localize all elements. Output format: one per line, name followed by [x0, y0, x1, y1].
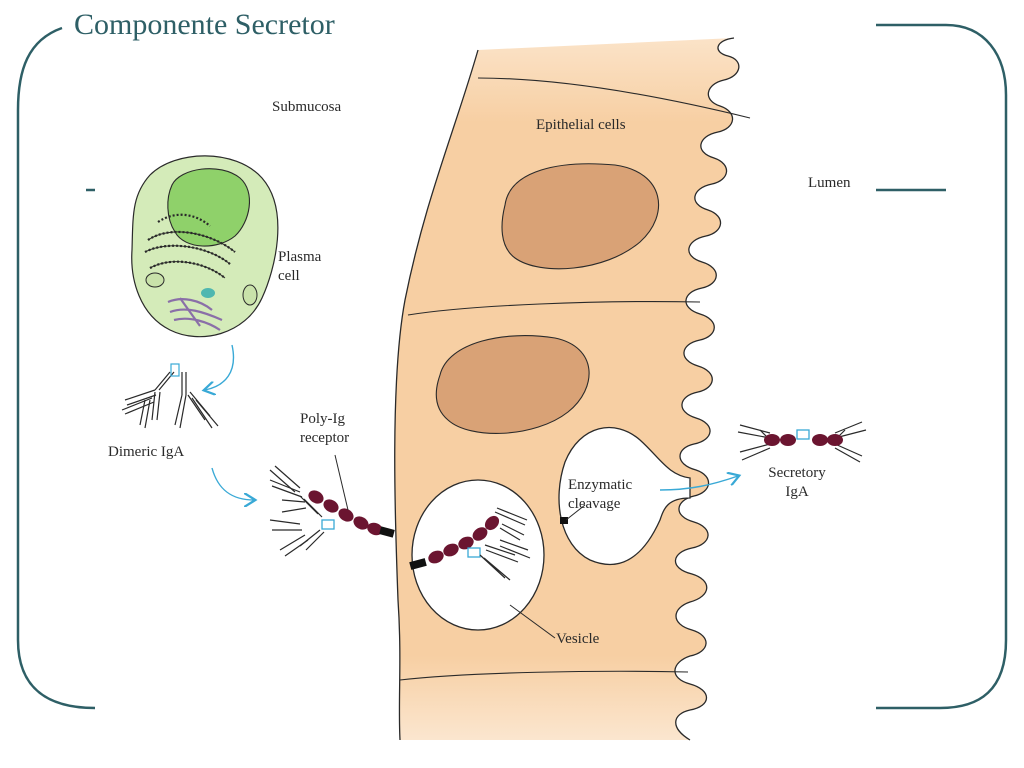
vesicle-receptor-complex — [409, 507, 556, 639]
plasma-nucleus — [167, 168, 250, 247]
cell-boundary — [477, 77, 751, 119]
poly-ig-receptor-complex — [269, 454, 395, 557]
basement-membrane — [394, 49, 479, 741]
label-enzymatic-line1: Enzymatic — [568, 477, 633, 493]
label-enzymatic-line2: cleavage — [568, 496, 621, 512]
label-plasma-line1: Plasma — [278, 249, 322, 265]
label-poly-ig-receptor: Poly-Ig receptor — [300, 410, 349, 448]
vesicle — [411, 479, 545, 631]
arrow-release — [659, 476, 738, 491]
label-plasma-cell: Plasma cell — [278, 248, 321, 286]
label-epithelial-cells: Epithelial cells — [536, 117, 626, 133]
transport-arrows — [205, 344, 738, 500]
label-secretory-line1: Secretory — [768, 465, 826, 481]
label-plasma-line2: cell — [278, 268, 300, 284]
dimeric-iga-molecule — [121, 363, 219, 429]
label-secretory-iga: Secretory IgA — [752, 464, 842, 502]
nucleus — [435, 335, 590, 434]
label-lumen: Lumen — [808, 175, 851, 191]
label-secretory-line2: IgA — [785, 484, 809, 500]
label-submucosa: Submucosa — [272, 99, 342, 115]
cell-boundary — [399, 670, 689, 681]
cleavage-site — [560, 517, 568, 524]
label-vesicle: Vesicle — [556, 631, 600, 647]
nucleus — [501, 163, 660, 270]
arrow-to-receptor — [211, 467, 254, 500]
arrow-secretion — [205, 344, 235, 390]
cleavage-pointer — [565, 504, 586, 521]
slide-title: Componente Secretor — [70, 8, 339, 42]
secretory-iga-molecule — [737, 421, 867, 463]
label-enzymatic-cleavage: Enzymatic cleavage — [568, 476, 632, 514]
cell-boundary — [407, 301, 701, 316]
slide-frame — [16, 23, 1008, 710]
fusing-vesicle — [558, 426, 691, 566]
label-polyig-line2: receptor — [300, 430, 350, 446]
label-polyig-line1: Poly-Ig — [300, 411, 345, 427]
label-dimeric-iga: Dimeric IgA — [108, 444, 185, 460]
plasma-cell — [131, 155, 279, 338]
